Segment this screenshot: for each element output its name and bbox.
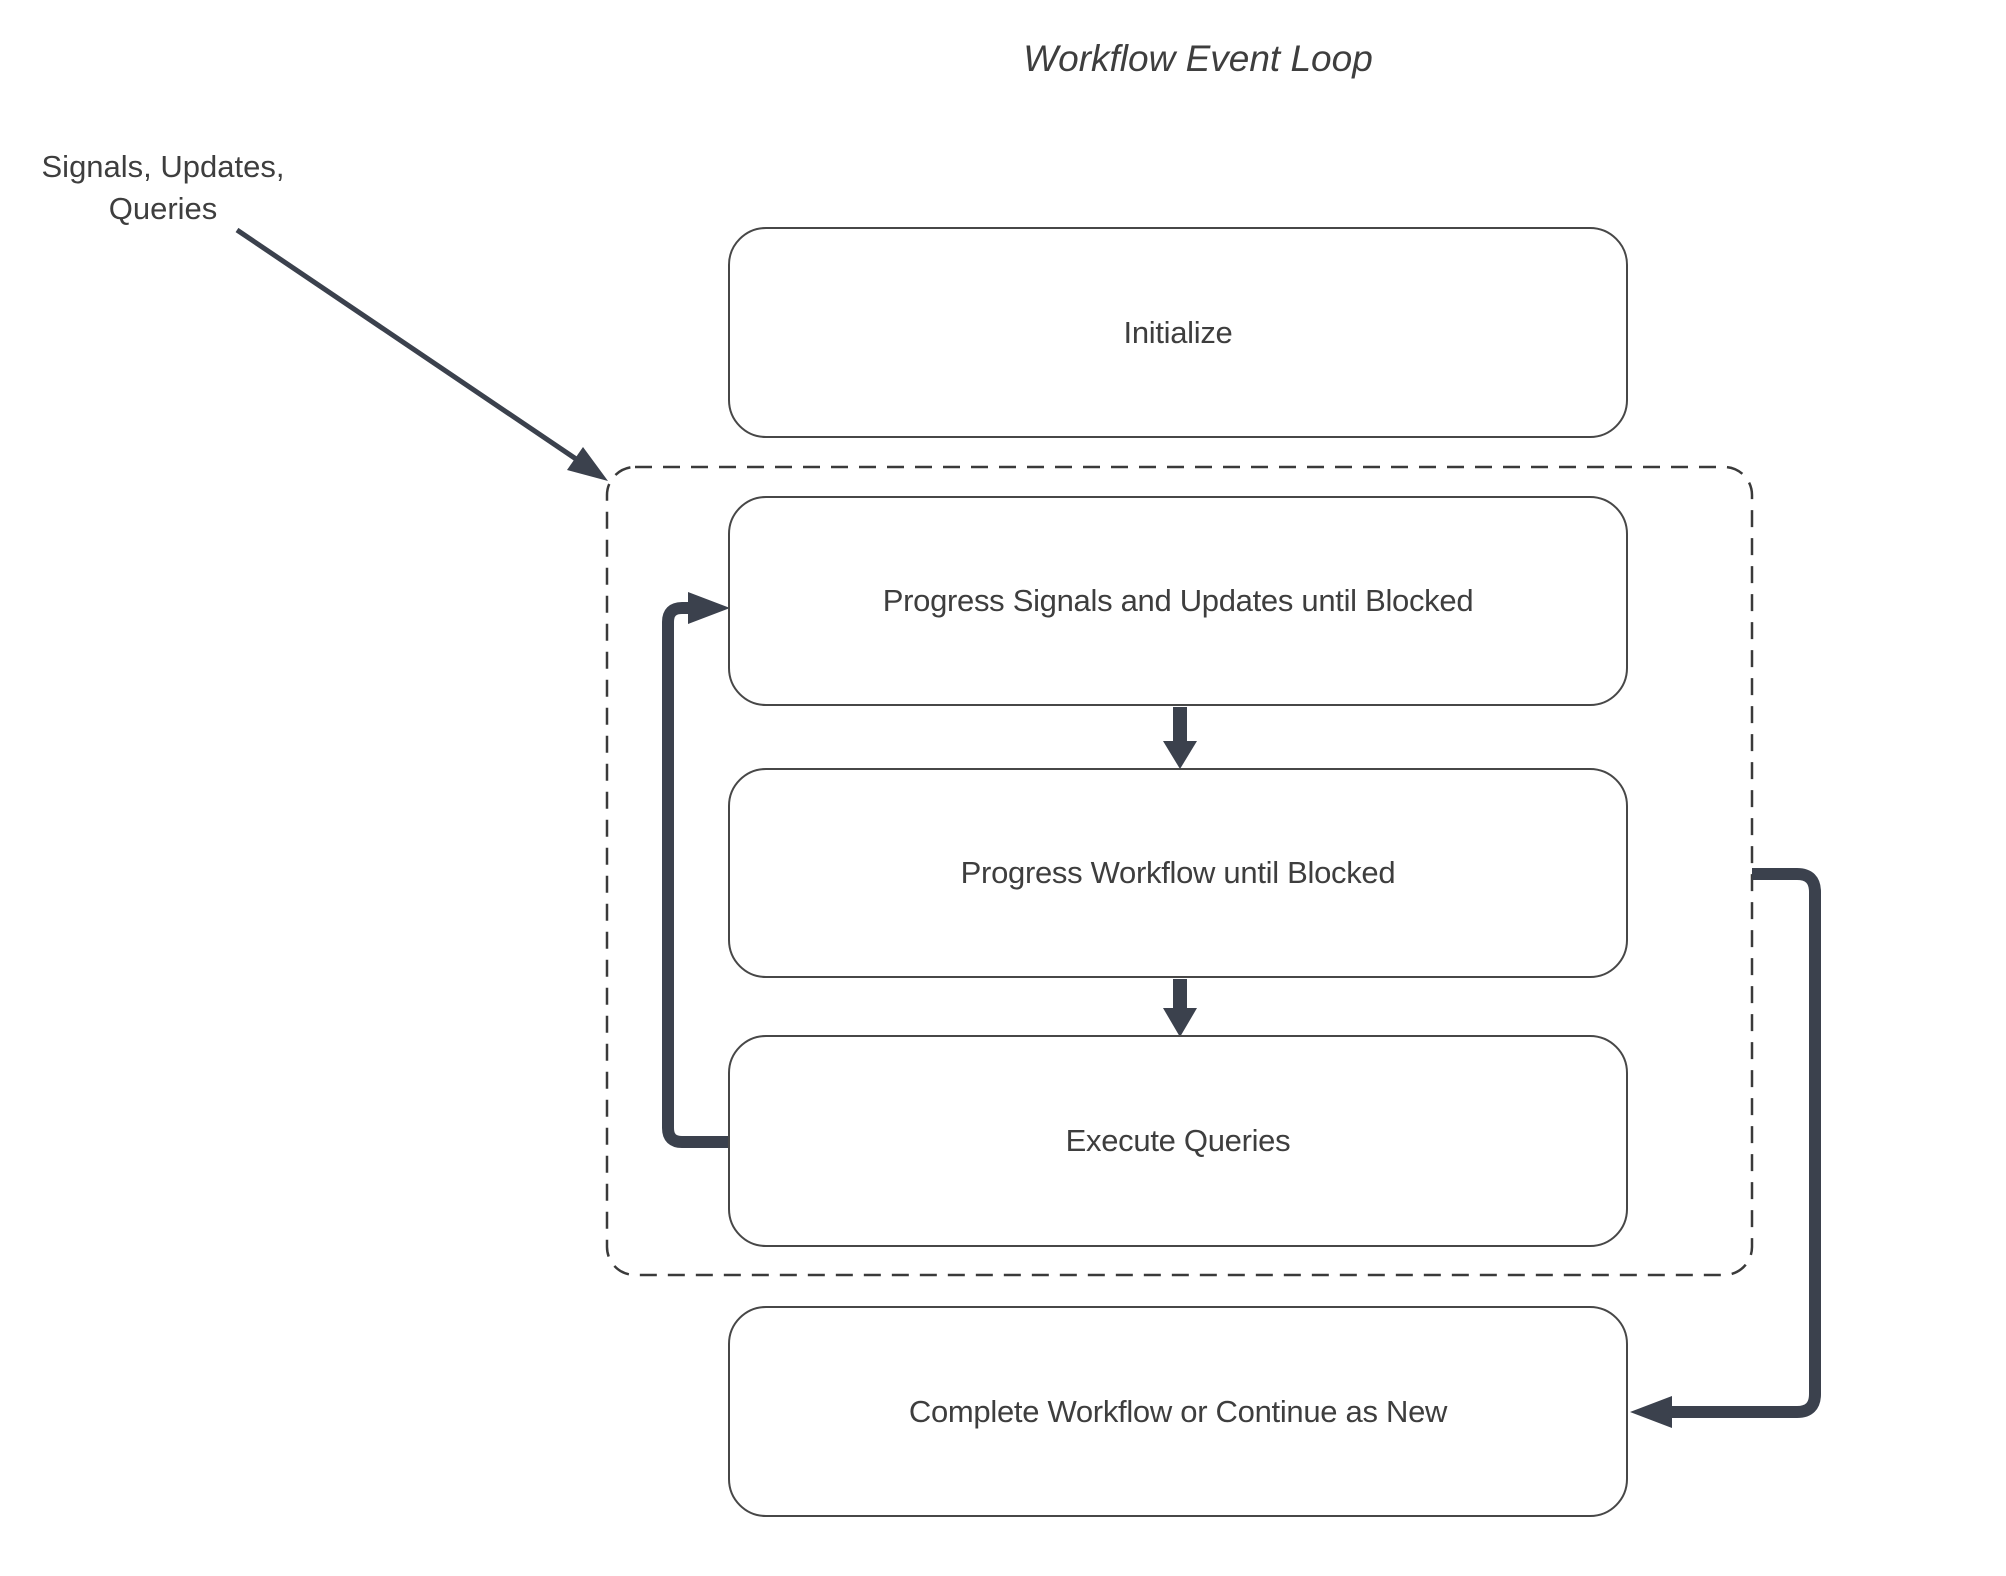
complete-arrow <box>1630 868 1821 1428</box>
annotation-line-1: Signals, Updates, <box>41 149 285 184</box>
node-progress-signals-updates: Progress Signals and Updates until Block… <box>728 496 1628 706</box>
loop-back-arrow <box>662 592 730 1148</box>
node-complete-workflow-label: Complete Workflow or Continue as New <box>908 1393 1448 1429</box>
node-progress-workflow-label: Progress Workflow until Blocked <box>960 855 1396 890</box>
node-complete-workflow: Complete Workflow or Continue as New <box>728 1306 1628 1517</box>
annotation-line-2: Queries <box>108 191 218 226</box>
node-progress-workflow: Progress Workflow until Blocked <box>728 768 1628 978</box>
down-arrow-2 <box>1163 979 1197 1037</box>
event-loop-dashed-container <box>605 465 1754 1277</box>
diagram-title: Workflow Event Loop <box>1023 38 1373 79</box>
down-arrow-1 <box>1163 707 1197 769</box>
node-execute-queries-label: Execute Queries <box>1065 1123 1291 1158</box>
node-initialize: Initialize <box>728 227 1628 438</box>
node-initialize-label: Initialize <box>1123 314 1233 350</box>
node-progress-signals-updates-label: Progress Signals and Updates until Block… <box>882 583 1474 618</box>
signals-updates-queries-label: Signals, Updates, Queries <box>18 146 308 230</box>
signals-input-arrow <box>235 227 608 481</box>
node-execute-queries: Execute Queries <box>728 1035 1628 1247</box>
